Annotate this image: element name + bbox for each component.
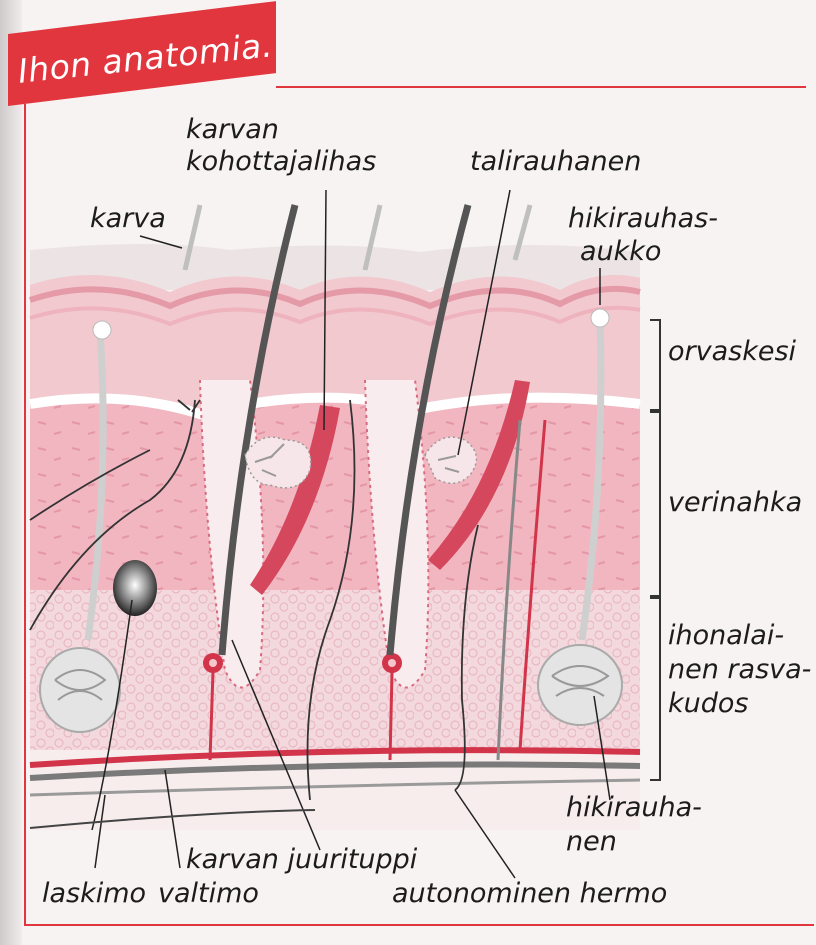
label-orvaskesi: orvaskesi [668, 336, 796, 367]
label-talirauhanen: talirauhanen [470, 146, 641, 177]
label-valtimo: valtimo [158, 878, 259, 909]
label-laskimo: laskimo [42, 878, 146, 909]
sweat-pore-left [93, 321, 111, 339]
label-aukko: aukko [580, 236, 661, 267]
label-karvan-juurituppi: karvan juurituppi [186, 844, 417, 875]
verinahka-bracket [650, 412, 660, 596]
label-ihonalainen-1: ihonalai- [668, 620, 784, 651]
vein-cross-section [113, 560, 157, 616]
sweat-pore-right [591, 309, 609, 327]
label-verinahka: verinahka [668, 487, 802, 518]
orvaskesi-bracket [650, 320, 660, 410]
label-ihonalainen-3: kudos [668, 688, 748, 719]
ihonalainen-bracket [650, 598, 660, 780]
label-karva: karva [90, 203, 166, 234]
label-kohottajalihas: kohottajalihas [186, 146, 376, 177]
label-hikirauhas: hikirauhas- [568, 203, 718, 234]
label-hikirauhanen-2: nen [566, 826, 617, 857]
label-hikirauhanen-1: hikirauha- [566, 792, 702, 823]
label-autonominen-hermo: autonominen hermo [392, 878, 667, 909]
label-karvan: karvan [186, 114, 279, 145]
label-ihonalainen-2: nen rasva- [668, 654, 811, 685]
